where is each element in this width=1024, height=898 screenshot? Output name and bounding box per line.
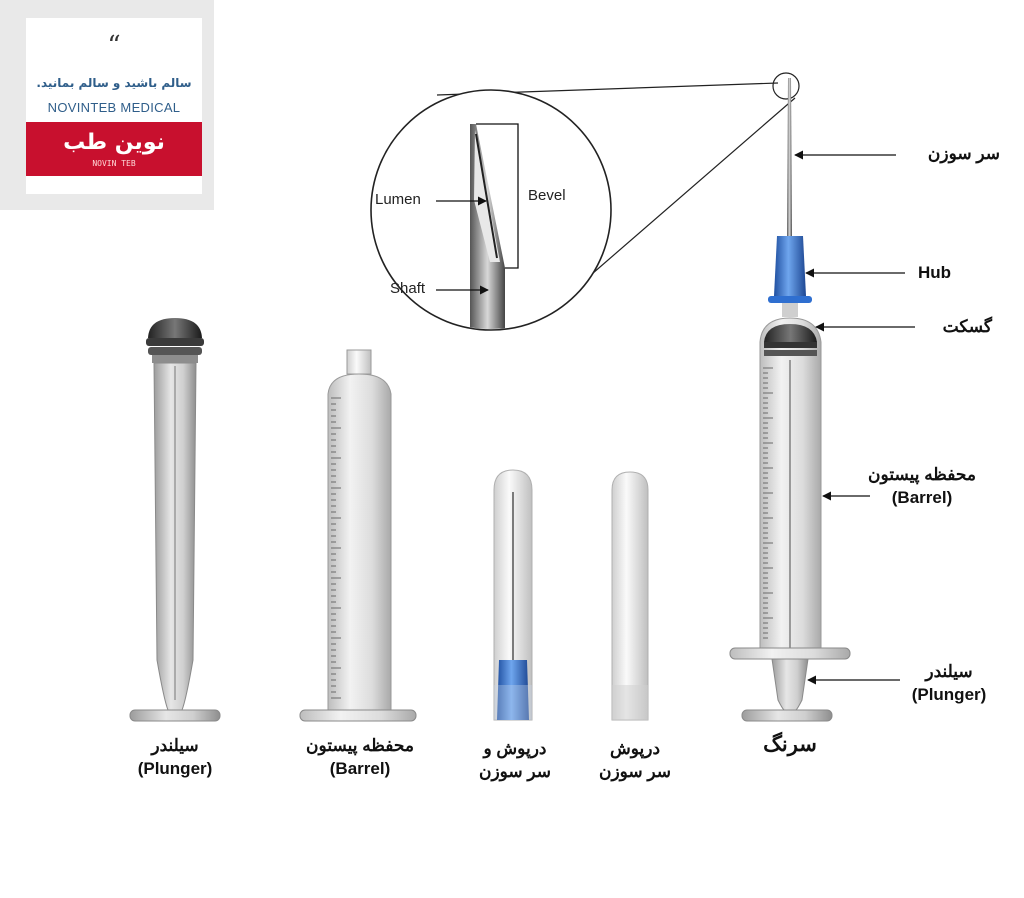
bevel-label: Bevel [528,187,566,204]
callout-plunger-en: (Plunger) [911,685,987,704]
zoom-connector-bottom [584,97,796,281]
part-cap-with-needle [493,469,533,721]
syringe-gasket-ring-2 [764,350,817,356]
part-barrel [299,349,417,722]
barrel-tip [346,349,372,375]
capped-needle-hub [497,660,529,720]
logo-card: “ سالم باشید و سالم بمانید. NOVINTEB MED… [26,18,202,194]
syringe-gasket-ring-1 [764,342,817,348]
syringe-hub [774,236,806,296]
syringe-plunger-stem [771,658,809,711]
syringe-barrel-flange [729,647,851,660]
plunger-gasket-top [148,318,202,338]
bevel-bracket [476,123,519,269]
plunger-gasket-ring-2 [148,347,202,355]
syringe-scale [763,367,773,639]
logo-brand-en: NOVINTEB MEDICAL [47,100,181,115]
syringe-plunger-flange [741,709,833,722]
part-plunger [129,318,221,722]
quote-mark: “ [107,31,121,61]
caption-cap-line1: درپوش [609,739,661,758]
callout-gasket: گسکت [942,317,992,336]
plunger-neck [152,355,198,363]
caption-cap-needle-line1: درپوش و [483,739,547,758]
syringe-tip [782,303,798,317]
caption-plunger-en: (Plunger) [137,759,213,778]
zoom-source-circle [772,72,800,100]
caption-cap-line2: سر سوزن [598,762,672,781]
zoom-needle-lumen [475,133,498,259]
part-cap [611,471,649,721]
caption-syringe: سرنگ [763,733,817,756]
part-syringe [729,78,851,722]
caption-plunger-fa: سیلندر [151,736,199,755]
plunger-gasket-ring-1 [146,338,204,346]
callout-barrel-fa: محفظه پیستون [868,465,976,484]
zoom-detail [370,72,800,331]
logo-brand-fa: نوین طب [63,130,165,155]
shaft-label: Shaft [390,280,426,297]
syringe-gasket [764,324,817,342]
caption-cap-needle-line2: سر سوزن [478,762,552,781]
barrel-flange [299,709,417,722]
lumen-label: Lumen [375,191,421,208]
callout-arrows [794,150,915,685]
logo-tagline: سالم باشید و سالم بمانید. [36,76,192,90]
logo-brand-bar: نوین طب NOVIN TEB [26,122,202,176]
cap-band [612,685,648,720]
callout-needle-tip: سر سوزن [927,144,1000,163]
logo-panel: “ سالم باشید و سالم بمانید. NOVINTEB MED… [0,0,214,210]
callout-hub: Hub [918,263,952,282]
cap-body [611,471,649,721]
syringe-needle [787,78,792,236]
logo-brand-sub: NOVIN TEB [92,159,136,168]
caption-barrel-fa: محفظه پیستون [306,736,414,755]
syringe-hub-collar [768,296,812,303]
callout-barrel-en: (Barrel) [891,488,953,507]
callout-plunger-fa: سیلندر [925,662,973,681]
caption-barrel-en: (Barrel) [329,759,391,778]
plunger-flange [129,709,221,722]
needle-cap-band [494,685,532,720]
barrel-scale [331,397,341,699]
barrel-body [327,373,392,711]
